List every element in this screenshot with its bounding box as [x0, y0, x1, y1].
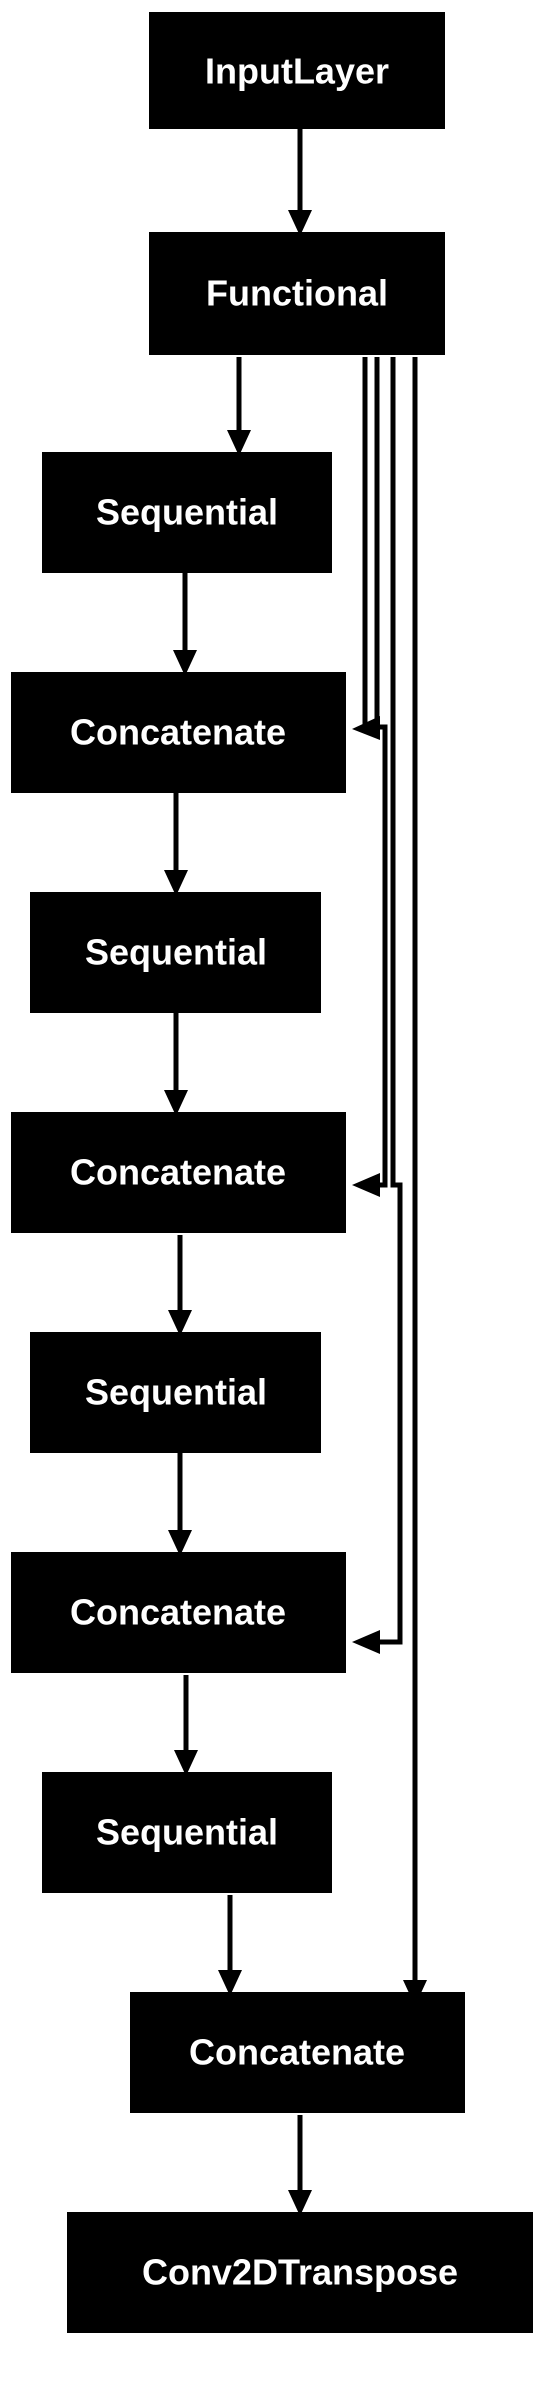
arrowhead-concatenate-2-a	[164, 1090, 188, 1116]
node-concatenate-4: Concatenate	[130, 1992, 465, 2113]
node-concatenate-3-label: Concatenate	[70, 1592, 286, 1633]
node-inputlayer: InputLayer	[149, 12, 445, 129]
node-sequential-4: Sequential	[42, 1772, 332, 1893]
node-conv2dtranspose-label: Conv2DTranspose	[142, 2252, 458, 2293]
arrowhead-sequential-2	[164, 870, 188, 896]
node-sequential-3: Sequential	[30, 1332, 321, 1453]
node-concatenate-1-label: Concatenate	[70, 712, 286, 753]
node-functional-label: Functional	[206, 273, 388, 314]
arrowhead-sequential-1	[227, 430, 251, 456]
edge-functional-to-concatenate-3	[370, 357, 403, 1645]
node-conv2dtranspose: Conv2DTranspose	[67, 2212, 533, 2333]
arrowhead-concatenate-1	[352, 716, 380, 740]
node-concatenate-3: Concatenate	[11, 1552, 346, 1673]
node-concatenate-4-label: Concatenate	[189, 2032, 405, 2073]
node-concatenate-2: Concatenate	[11, 1112, 346, 1233]
arrowhead-concatenate-1-a	[173, 650, 197, 676]
node-sequential-2-label: Sequential	[85, 932, 267, 973]
nodes: InputLayer Functional Sequential Concate…	[11, 12, 533, 2333]
arrowhead-sequential-3	[168, 1310, 192, 1336]
arrowhead-conv2dtranspose	[288, 2190, 312, 2216]
node-inputlayer-label: InputLayer	[205, 51, 389, 92]
arrowhead-concatenate-4-a	[218, 1970, 242, 1996]
arrowhead-sequential-4	[174, 1750, 198, 1776]
node-sequential-1-label: Sequential	[96, 492, 278, 533]
arrowhead-concatenate-3-a	[168, 1530, 192, 1556]
node-concatenate-2-label: Concatenate	[70, 1152, 286, 1193]
node-functional: Functional	[149, 232, 445, 355]
arrowhead-concatenate-3	[352, 1630, 380, 1654]
node-sequential-1: Sequential	[42, 452, 332, 573]
edge-functional-to-concatenate-1	[362, 357, 370, 730]
edge-functional-to-concatenate-2	[370, 357, 388, 1188]
arrowhead-concatenate-2	[352, 1173, 380, 1197]
node-sequential-3-label: Sequential	[85, 1372, 267, 1413]
node-sequential-2: Sequential	[30, 892, 321, 1013]
arrowhead-functional	[288, 210, 312, 236]
node-concatenate-1: Concatenate	[11, 672, 346, 793]
node-sequential-4-label: Sequential	[96, 1812, 278, 1853]
